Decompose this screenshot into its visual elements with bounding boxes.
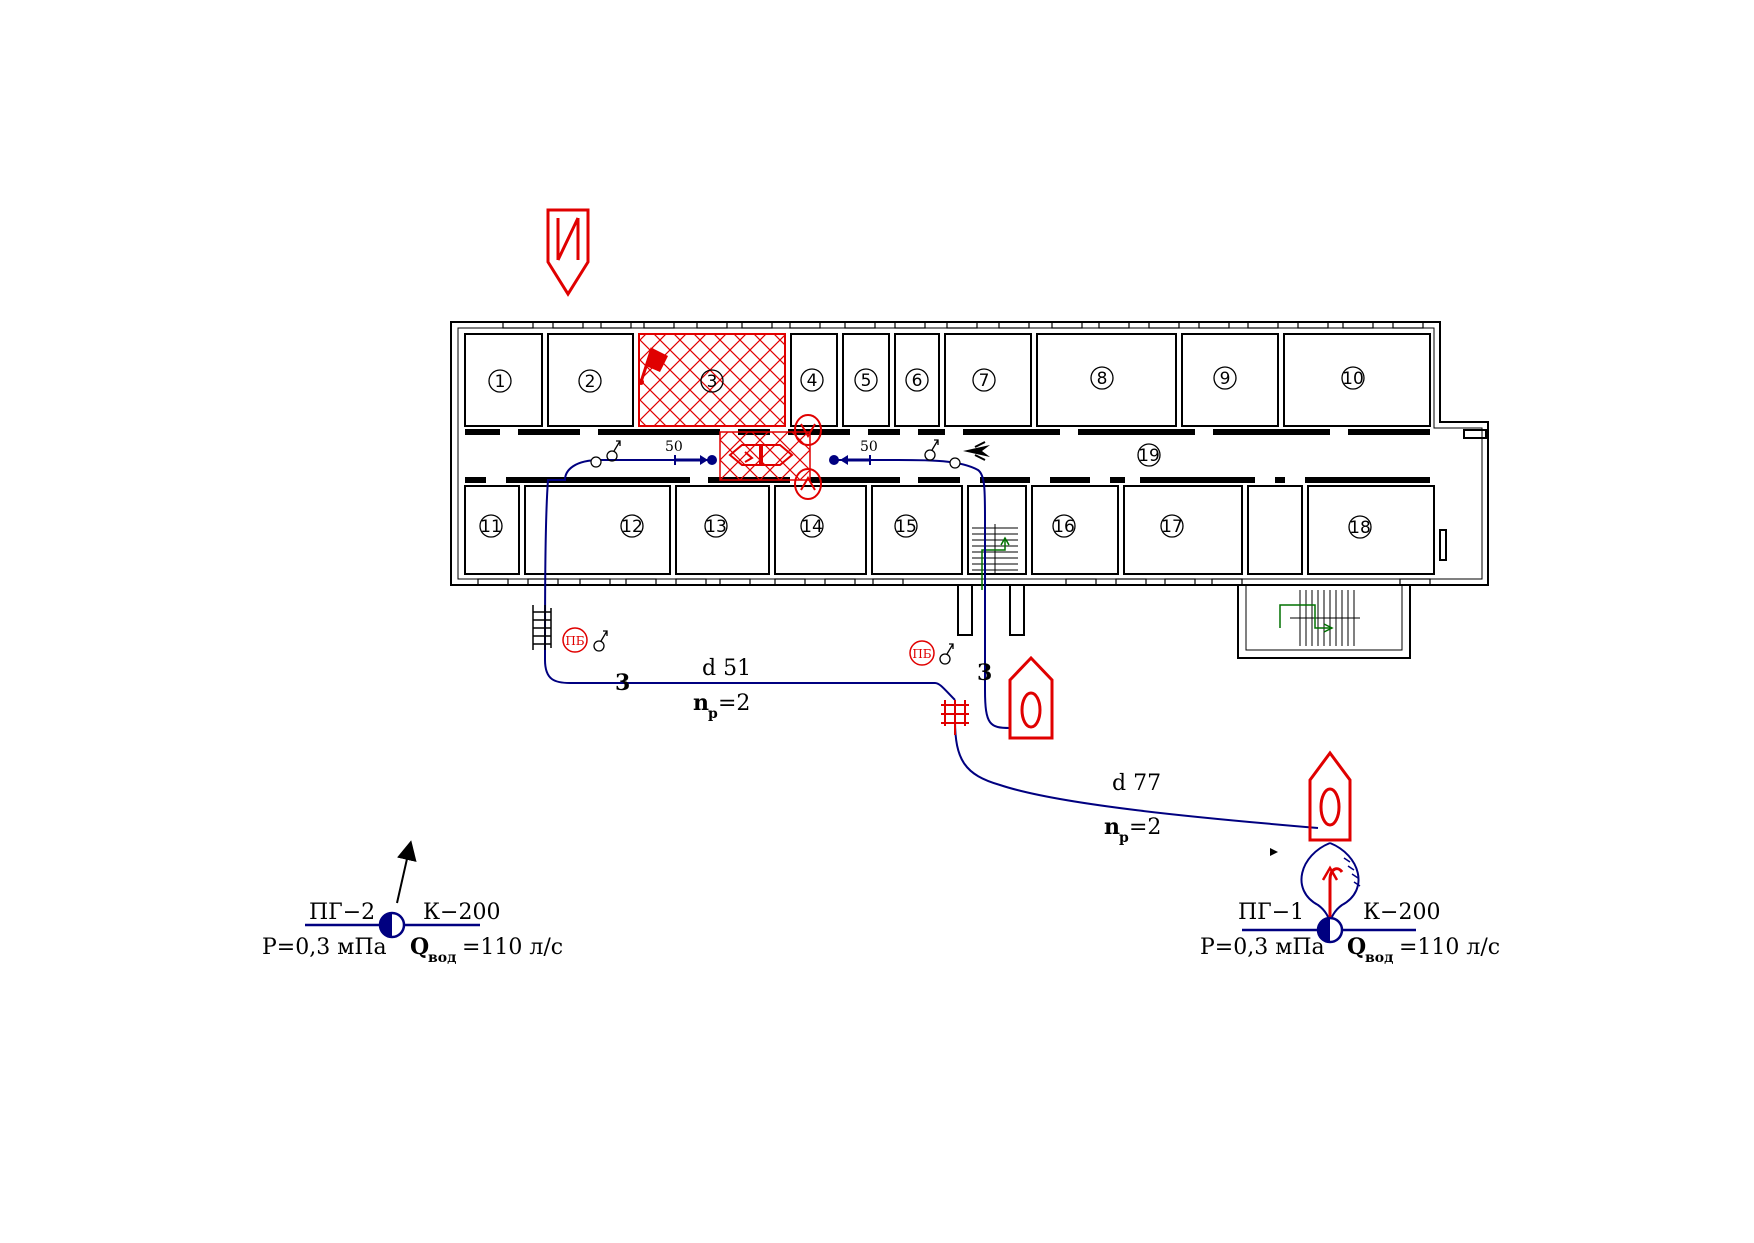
pg1-type: К−200	[1363, 900, 1440, 925]
stairs-central	[972, 524, 1018, 574]
svg-text:=110 л/с: =110 л/с	[1399, 935, 1500, 960]
room-7: 7	[979, 371, 990, 391]
pg2-pressure: Р=0,3 мПа	[262, 935, 387, 960]
line1-np: n p =2	[693, 690, 750, 722]
building-plan	[450, 321, 1489, 659]
suction-hose	[1300, 842, 1361, 926]
room-15: 15	[895, 517, 917, 537]
svg-text:=2: =2	[1129, 815, 1161, 840]
hose-lines	[543, 459, 1319, 829]
ladder-icon	[532, 605, 552, 650]
fire-truck-icon	[1308, 750, 1352, 842]
pg1-pressure: Р=0,3 мПа	[1200, 935, 1325, 960]
pb-marker-left: ПБ	[562, 627, 588, 653]
svg-text:n: n	[1104, 814, 1120, 840]
line1-diameter: d 51	[702, 656, 751, 681]
room-19: 19	[1138, 446, 1160, 466]
svg-text:ПБ: ПБ	[912, 647, 931, 661]
pb-marker-right: ПБ	[909, 640, 935, 666]
pg2-flow: Q вод =110 л/с	[410, 934, 563, 966]
svg-text:n: n	[693, 690, 709, 716]
pointer-arrow-icon	[1270, 848, 1278, 856]
room-5: 5	[861, 371, 872, 391]
room-8: 8	[1097, 369, 1108, 389]
room-17: 17	[1161, 517, 1183, 537]
hose-connectors	[590, 456, 961, 469]
nozzle-right-label: 50	[860, 439, 878, 455]
room-6: 6	[912, 371, 923, 391]
svg-text:=110 л/с: =110 л/с	[462, 935, 563, 960]
nozzle-left-label: 50	[665, 439, 683, 455]
fire-truck-icon	[1008, 655, 1054, 740]
smoke-exhauster-icon	[963, 441, 990, 461]
room-2: 2	[585, 372, 596, 392]
pg1-name: ПГ−1	[1238, 900, 1304, 925]
branching-icon	[941, 700, 969, 735]
svg-text:вод: вод	[428, 950, 456, 966]
svg-text:вод: вод	[1365, 950, 1393, 966]
svg-text:ПБ: ПБ	[565, 634, 584, 648]
room-11: 11	[480, 517, 502, 537]
room-14: 14	[801, 517, 823, 537]
pg2-type: К−200	[423, 900, 500, 925]
line1-hose-count: 3	[615, 670, 630, 696]
room-1: 1	[495, 372, 506, 392]
pg2-name: ПГ−2	[309, 900, 375, 925]
svg-text:=2: =2	[718, 691, 750, 716]
hydrant-icon	[1242, 916, 1416, 944]
stairs-right	[1290, 590, 1360, 646]
room-number-labels: 1 2 3 4 5 6 7 8 9 10 11 12 13 14 15 16 1…	[480, 369, 1371, 538]
pg1-flow: Q вод =110 л/с	[1347, 934, 1500, 966]
fire-flag-icon	[638, 347, 668, 385]
room-13: 13	[705, 517, 727, 537]
hydrant-icon	[305, 911, 480, 939]
line2-np: n p =2	[1104, 814, 1161, 846]
svg-text:p: p	[708, 706, 718, 722]
attack-direction-icon	[728, 414, 822, 500]
svg-text:Q: Q	[410, 934, 429, 960]
line2-hose-count: 3	[977, 660, 992, 686]
line2-diameter: d 77	[1112, 771, 1161, 796]
room-9: 9	[1220, 369, 1231, 389]
evacuation-arrow-icon	[981, 536, 1334, 633]
room-3: 3	[707, 372, 718, 392]
nozzle-icon	[674, 455, 871, 465]
fire-zone	[638, 333, 811, 481]
room-numbers	[479, 366, 1372, 539]
direction-arrow-icon	[396, 840, 417, 904]
room-4: 4	[807, 371, 818, 391]
room-10: 10	[1342, 369, 1364, 389]
gas-mask-icon	[593, 439, 954, 665]
room-12: 12	[621, 517, 643, 537]
room-18: 18	[1349, 518, 1371, 538]
fire-unit-marker-icon	[546, 208, 590, 297]
svg-text:Q: Q	[1347, 934, 1366, 960]
room-16: 16	[1053, 517, 1075, 537]
svg-text:p: p	[1119, 830, 1129, 846]
